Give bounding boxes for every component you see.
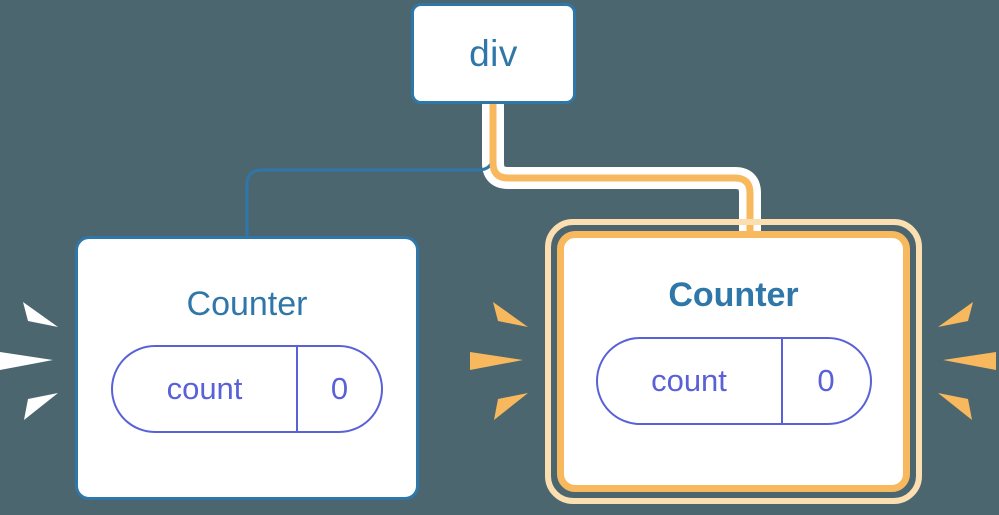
node-counter-right-title: Counter — [668, 276, 799, 314]
state-key-right: count — [651, 363, 727, 398]
highlight-glow-ring — [545, 219, 922, 504]
state-key-left: count — [166, 371, 243, 406]
sparkle-rays-left-white-icon — [0, 302, 58, 420]
edge-left-counter — [245, 103, 495, 238]
state-pill-left: count 0 — [111, 345, 383, 433]
state-pill-right: count 0 — [595, 337, 872, 425]
state-value-left: 0 — [296, 347, 381, 431]
edge-halo-right — [482, 103, 761, 232]
node-div-label: div — [469, 33, 518, 74]
sparkle-rays-middle-orange-icon — [470, 302, 528, 420]
sparkle-rays-right-orange-icon — [938, 302, 996, 420]
state-value-right: 0 — [780, 339, 870, 423]
node-counter-right[interactable]: Counter count 0 — [557, 231, 910, 492]
node-counter-left-title: Counter — [186, 285, 308, 323]
node-counter-left[interactable]: Counter count 0 — [75, 236, 419, 500]
node-div[interactable]: div — [411, 3, 576, 104]
edge-right-counter — [489, 103, 754, 232]
